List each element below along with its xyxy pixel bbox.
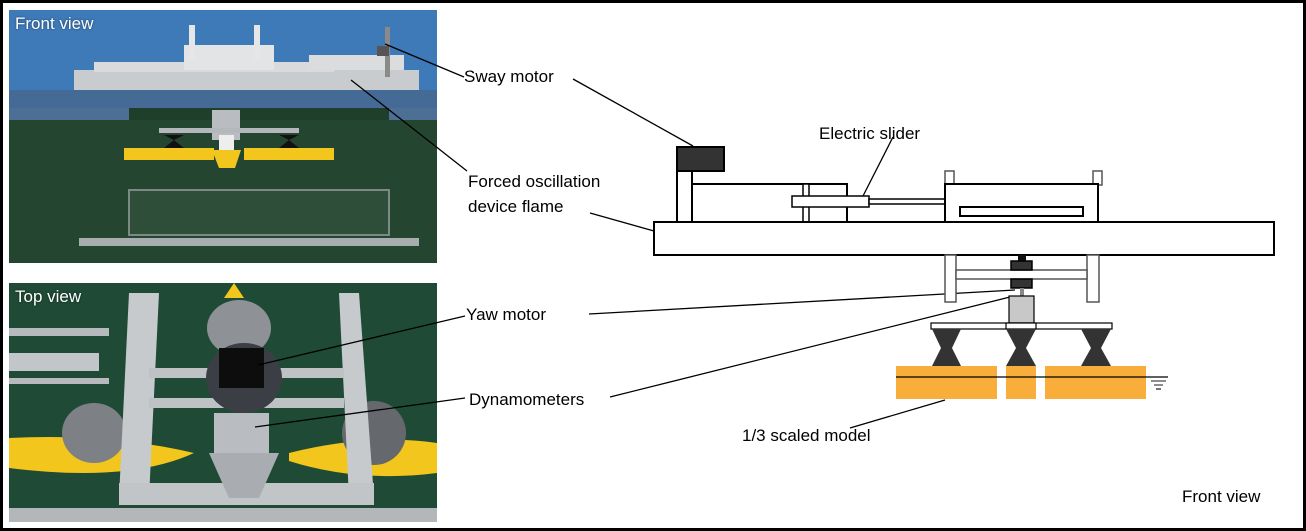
sway-motor-post [676, 170, 693, 223]
leader-sway-motor-photo [384, 43, 465, 78]
label-scaled-model: 1/3 scaled model [742, 426, 871, 445]
label-forced-oscillation-line1: Forced oscillation [468, 172, 601, 191]
label-electric-slider: Electric slider [819, 124, 921, 143]
electric-slider-rod [791, 195, 870, 208]
yaw-shaft-top [1018, 255, 1026, 261]
model-center-hull [1006, 366, 1036, 399]
top-view-photo: Top view [9, 283, 437, 522]
leader-frame-diagram [589, 212, 655, 232]
front-view-caption: Front view [15, 14, 94, 33]
lower-frame-post-right [1086, 254, 1100, 303]
leader-yaw-motor-photo [257, 315, 466, 366]
top-view-caption: Top view [15, 287, 82, 306]
dynamometer-center [1006, 329, 1036, 366]
lower-frame-post-left [944, 254, 957, 303]
connector-plate-center [1005, 322, 1037, 330]
label-sway-motor: Sway motor [464, 67, 554, 86]
dynamometer-block [1008, 295, 1035, 324]
oscillation-frame-beam [653, 221, 1275, 256]
leader-electric-slider [862, 136, 894, 197]
label-diagram-front-view: Front view [1182, 487, 1261, 506]
dynamometer-right [1081, 329, 1111, 366]
leader-frame-photo [350, 79, 468, 172]
label-forced-oscillation-line2: device flame [468, 197, 564, 216]
carriage-slot [959, 206, 1084, 217]
carriage-post-right [1092, 170, 1103, 186]
label-yaw-motor: Yaw motor [466, 305, 546, 324]
lower-frame-crossbar [955, 269, 1088, 280]
top-view-photo-illustration [9, 283, 437, 522]
label-dynamometers: Dynamometers [469, 390, 585, 409]
slider-shaft [868, 198, 946, 205]
leader-scaled-model [849, 399, 946, 429]
model-float-right [1045, 366, 1146, 399]
leader-dynamometers-photo [254, 397, 466, 428]
dynamometer-left [932, 329, 961, 366]
water-level-icon [1151, 380, 1166, 390]
yaw-motor-lower [1010, 278, 1033, 289]
leader-sway-motor-diagram [572, 78, 694, 147]
leader-yaw-motor-diagram [588, 289, 1016, 315]
sway-motor-block [676, 146, 725, 172]
model-float-left [896, 366, 997, 399]
yaw-motor-upper [1010, 260, 1033, 271]
carriage-post-left [944, 170, 955, 186]
yaw-shaft [1020, 288, 1024, 296]
front-view-photo-illustration [9, 10, 437, 263]
leader-dynamometers-diagram [609, 296, 1011, 398]
front-view-photo: Front view [9, 10, 437, 263]
